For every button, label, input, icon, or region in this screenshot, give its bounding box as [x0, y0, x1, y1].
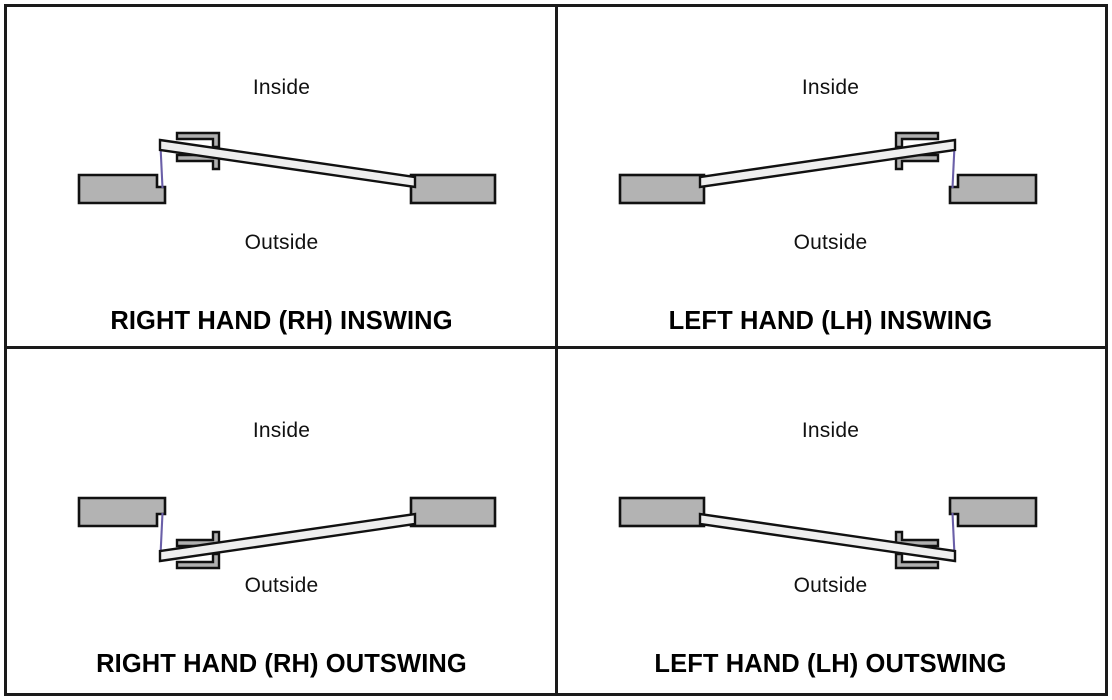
vertical-divider	[555, 4, 558, 696]
panel-caption: LEFT HAND (LH) OUTSWING	[654, 650, 1007, 678]
panel-lh-outswing: Inside Outside LEFT HAND (LH) OUTSWING	[556, 350, 1105, 693]
panel-caption: LEFT HAND (LH) INSWING	[668, 307, 993, 335]
panel-stage: Inside Outside RIGHT HAND (RH) OUTSWING	[7, 350, 556, 693]
diagram-grid: Inside Outside RIGHT HAND (RH) INSWING	[4, 4, 1108, 696]
panel-lh-inswing: Inside Outside LEFT HAND (LH) INSWING	[556, 7, 1105, 350]
label-outside: Outside	[793, 231, 868, 254]
door-frame-gap-line	[951, 512, 956, 556]
door-plan-rh-inswing	[77, 131, 497, 205]
label-inside: Inside	[801, 419, 860, 442]
panel-rh-inswing: Inside Outside RIGHT HAND (RH) INSWING	[7, 7, 556, 350]
horizontal-divider	[4, 346, 1108, 349]
wall-left	[948, 173, 1038, 205]
label-inside: Inside	[801, 76, 860, 99]
wall-right	[618, 173, 706, 205]
panel-stage: Inside Outside LEFT HAND (LH) INSWING	[556, 7, 1105, 350]
door-plan-rh-outswing	[77, 496, 497, 570]
door-frame-gap-line	[951, 145, 956, 189]
door-plan-lh-inswing	[618, 131, 1038, 205]
panel-stage: Inside Outside LEFT HAND (LH) OUTSWING	[556, 350, 1105, 693]
label-outside: Outside	[244, 574, 319, 597]
wall-right	[409, 173, 497, 205]
panel-caption: RIGHT HAND (RH) OUTSWING	[96, 650, 467, 678]
panel-stage: Inside Outside RIGHT HAND (RH) INSWING	[7, 7, 556, 350]
wall-right	[409, 496, 497, 528]
door-plan-lh-outswing	[618, 496, 1038, 570]
panel-rh-outswing: Inside Outside RIGHT HAND (RH) OUTSWING	[7, 350, 556, 693]
door-frame-gap-line	[159, 512, 164, 556]
wall-right	[618, 496, 706, 528]
door-slab	[158, 138, 417, 189]
door-slab	[158, 512, 417, 563]
wall-left	[948, 496, 1038, 528]
panel-caption: RIGHT HAND (RH) INSWING	[110, 307, 453, 335]
wall-left	[77, 496, 167, 528]
label-outside: Outside	[793, 574, 868, 597]
label-inside: Inside	[252, 419, 311, 442]
door-slab	[698, 138, 957, 189]
label-inside: Inside	[252, 76, 311, 99]
label-outside: Outside	[244, 231, 319, 254]
door-slab	[698, 512, 957, 563]
door-frame-gap-line	[159, 145, 164, 189]
wall-left	[77, 173, 167, 205]
